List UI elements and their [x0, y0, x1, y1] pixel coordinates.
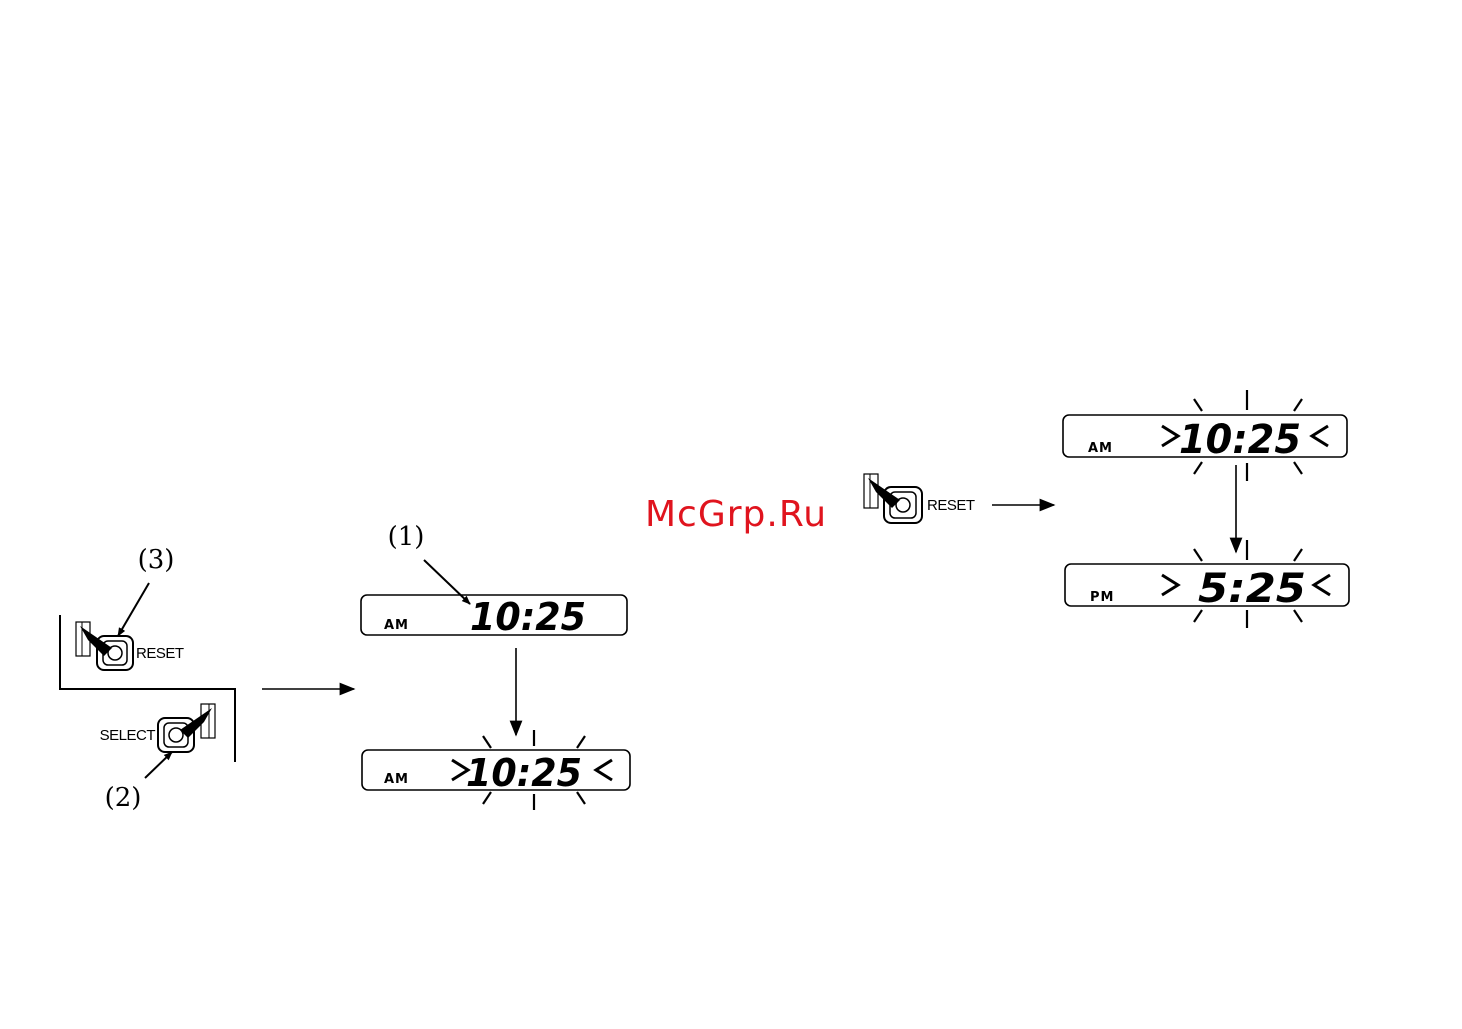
callout-3: (3) [138, 545, 175, 575]
watermark-text: McGrp.Ru [645, 494, 827, 535]
lcd-1-mode: AM [384, 618, 409, 633]
lcd-2-mode: AM [384, 772, 409, 787]
button-panel: RESET SELECT (3) (2) [60, 545, 235, 813]
lcd-4-time: 5:25 [1198, 566, 1306, 612]
callout-2-arrow [145, 752, 172, 778]
lcd-1-time: 10:25 [470, 595, 586, 639]
lcd-display-1: AM 10:25 [361, 595, 627, 639]
lcd-3-time: 10:25 [1179, 417, 1301, 463]
select-label: SELECT [100, 727, 156, 744]
lcd-display-4: PM 5:25 [1065, 540, 1349, 628]
reset-label-right: RESET [927, 497, 975, 514]
lcd-display-3: AM 10:25 [1063, 390, 1347, 481]
reset-label-left: RESET [136, 645, 184, 662]
lcd-2-time: 10:25 [466, 751, 582, 795]
callout-2: (2) [105, 783, 142, 813]
lcd-4-mode: PM [1090, 590, 1114, 605]
lcd-display-2: AM 10:25 [362, 730, 630, 810]
callout-1: (1) [388, 522, 425, 552]
lcd-3-mode: AM [1088, 441, 1113, 456]
callout-3-arrow [118, 583, 149, 636]
